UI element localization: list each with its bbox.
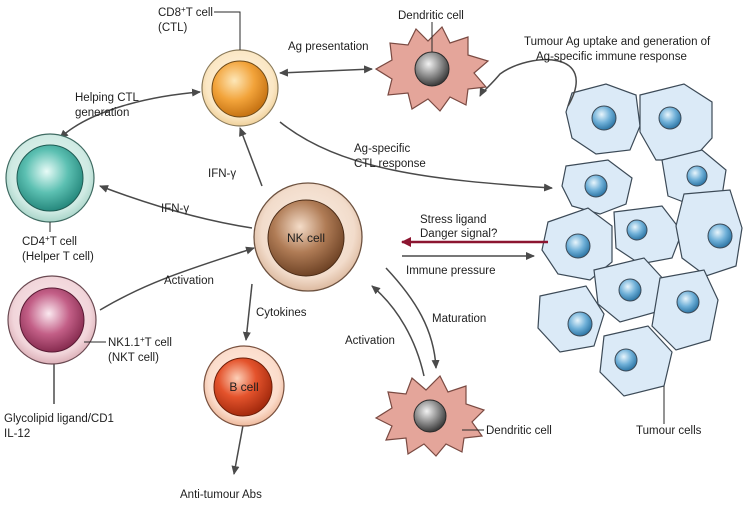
glycolipid-label-line1: Glycolipid ligand/CD1 (4, 413, 114, 425)
nk-cell (253, 182, 363, 292)
cd4-label-line1: CD4+T cell (22, 234, 77, 248)
ag-presentation-label: Ag presentation (288, 41, 369, 53)
cd8-label-line2: (CTL) (158, 22, 188, 34)
tumour-ag-label-line2: Ag-specific immune response (536, 51, 687, 63)
dc-bottom-label: Dendritic cell (486, 425, 552, 437)
tumour-nucleus (567, 311, 593, 337)
dc-top-label: Dendritic cell (398, 10, 464, 22)
tumour-cluster (537, 83, 743, 397)
tumour-nucleus (591, 105, 617, 131)
helping-ctl-label-line2: generation (75, 107, 129, 119)
cd4-t-cell (5, 133, 95, 223)
leader-lines (49, 11, 665, 431)
helping-ctl-label-line1: Helping CTL (75, 92, 140, 104)
dc-top-nucleus (414, 51, 450, 87)
arrow-activation-nkt (99, 246, 255, 311)
cd8-t-cell (201, 49, 279, 127)
arrow-ifn-nk-to-cd4 (99, 185, 253, 229)
leader-cd8 (214, 11, 241, 50)
arrow-anti-tumour (231, 419, 245, 475)
cytokines-label: Cytokines (256, 307, 307, 319)
dendritic-cell-bottom (374, 374, 486, 457)
tumour-label: Tumour cells (636, 425, 702, 437)
arrow-ag-presentation (279, 65, 373, 77)
cd4-nucleus (16, 144, 84, 212)
ag-specific-label-line1: Ag-specific (354, 143, 410, 155)
tumour-ag-label-line1: Tumour Ag uptake and generation of (524, 36, 711, 48)
ifn-gamma-left-label: IFN-γ (161, 203, 189, 215)
stress-label-line2: Danger signal? (420, 228, 497, 240)
dendritic-cell-top (374, 25, 490, 112)
dc-bottom-nucleus (413, 399, 447, 433)
tumour-nucleus (584, 174, 608, 198)
stress-label-line1: Stress ligand (420, 214, 486, 226)
nkt-cell (7, 275, 97, 365)
b-nucleus (213, 357, 273, 417)
arrow-cytokines (242, 283, 253, 341)
arrow-ifn-nk-to-cd8 (239, 127, 263, 187)
maturation-label: Maturation (432, 313, 486, 325)
anti-tumour-label: Anti-tumour Abs (180, 489, 262, 501)
tumour-nucleus (614, 348, 638, 372)
nk-label: NK cell (287, 231, 325, 245)
arrow-activation-dc (371, 285, 425, 377)
labels: CD8+T cell (CTL) Dendritic cell Ag prese… (4, 5, 711, 501)
arrow-tumour-ag-uptake (479, 58, 577, 107)
nkt-label-line2: (NKT cell) (108, 352, 159, 364)
ag-specific-label-line2: CTL response (354, 158, 426, 170)
tumour-cell (613, 205, 683, 265)
cd8-label-line1: CD8+T cell (158, 5, 213, 19)
b-cell (203, 345, 285, 427)
cd8-nucleus (211, 60, 269, 118)
immune-pressure-label: Immune pressure (406, 265, 495, 277)
tumour-nucleus (676, 290, 700, 314)
tumour-nucleus (626, 219, 648, 241)
tumour-nucleus (658, 106, 682, 130)
nkt-nucleus (19, 287, 85, 353)
nkt-label-line1: NK1.1+T cell (108, 335, 172, 349)
tumour-nucleus (618, 278, 642, 302)
tumour-nucleus (565, 233, 591, 259)
cd4-label-line2: (Helper T cell) (22, 251, 94, 263)
arrow-ctl-response (279, 121, 553, 192)
interaction-arrows (50, 58, 577, 475)
activation-dc-label: Activation (345, 335, 395, 347)
arrow-helping-ctl (59, 88, 201, 139)
tumour-nucleus (686, 165, 708, 187)
activation-nkt-label: Activation (164, 275, 214, 287)
glycolipid-label-line2: IL-12 (4, 428, 30, 440)
tumour-nucleus (707, 223, 733, 249)
b-label: B cell (229, 380, 258, 394)
nk-nucleus (267, 199, 345, 277)
ifn-gamma-upper-label: IFN-γ (208, 168, 236, 180)
arrow-maturation (385, 267, 440, 369)
